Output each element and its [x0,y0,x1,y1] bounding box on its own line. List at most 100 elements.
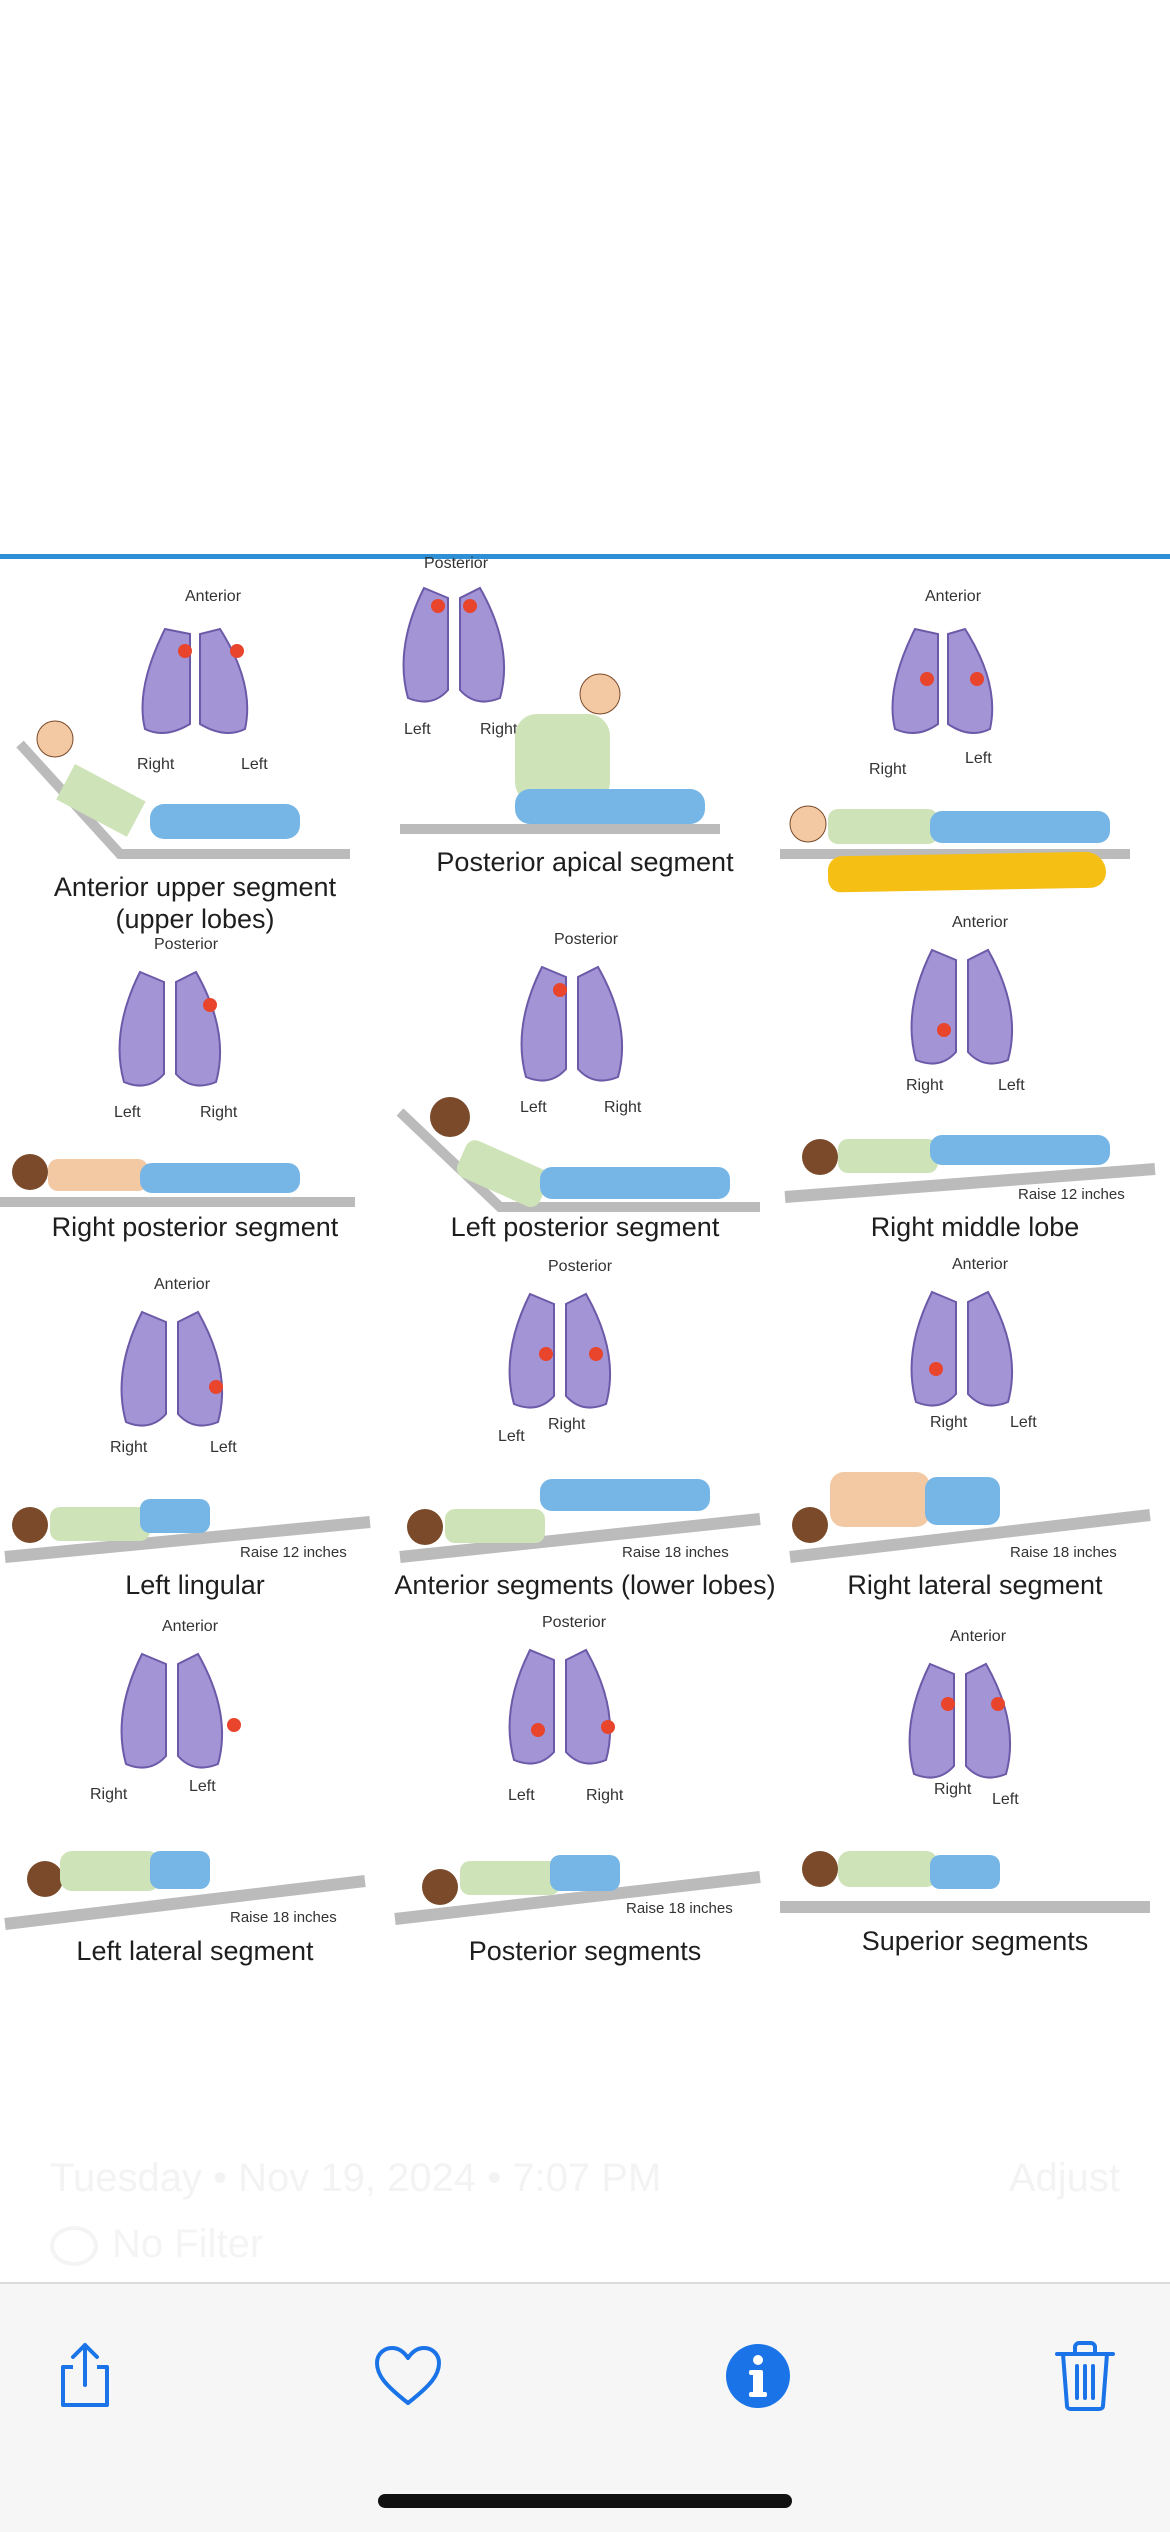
patient-figure [396,1097,760,1212]
svg-text:Raise 18 inches: Raise 18 inches [1010,1544,1117,1561]
lungs-diagram: Posterior Left Right [114,936,238,1121]
illustration: Posterior Left Right [0,936,355,1207]
bottom-toolbar [0,2282,1170,2532]
svg-text:Left: Left [241,756,268,773]
position-left-posterior: Posterior Left Right Left posterior segm… [390,927,780,1282]
svg-text:Left: Left [498,1428,525,1445]
photo-date: Tuesday • Nov 19, 2024 • 7:07 PM [50,2156,662,2200]
patient-figure [16,720,350,859]
photo-metadata-overlay: Tuesday • Nov 19, 2024 • 7:07 PM Adjust … [0,2140,1170,2280]
caption-text: Anterior segments (lower lobes) [394,1570,776,1600]
position-anterior-upper: Anterior Right Left Anterior upper segme… [0,579,390,934]
patient-figure: Raise 12 inches [4,1499,371,1563]
patient-figure: Raise 18 inches [4,1851,366,1930]
photo-top-border [0,554,1170,559]
lungs-diagram: Anterior Right Left [910,1256,1037,1431]
svg-text:Right: Right [869,761,907,778]
svg-text:Anterior: Anterior [925,588,982,605]
filter-icon [50,2226,98,2267]
caption-text: Anterior upper segment (upper lobes) [53,872,337,934]
lungs-diagram: Anterior Right Left [869,588,994,778]
caption-text: Left posterior segment [450,1212,720,1242]
svg-text:Right: Right [604,1099,642,1116]
illustration: Anterior Right Left Raise 12 inches [4,1276,371,1563]
lungs-diagram: Posterior Left Right [402,555,518,738]
yellow-highlight-scribble [827,851,1107,893]
svg-text:Raise 18 inches: Raise 18 inches [626,1900,733,1917]
svg-text:Right: Right [586,1787,624,1804]
info-icon [726,2344,790,2408]
caption-text: Right lateral segment [847,1570,1103,1600]
delete-button[interactable] [1035,2326,1135,2426]
photo-viewer[interactable]: Anterior Right Left Anterior upper segme… [0,554,1170,1984]
info-button[interactable] [708,2326,808,2426]
caption-text: Superior segments [861,1926,1089,1956]
position-third: Anterior Right Left [780,579,1170,934]
trash-icon [1055,2341,1115,2411]
svg-text:Right: Right [906,1077,944,1094]
svg-text:Raise 18 inches: Raise 18 inches [622,1544,729,1561]
illustration: Anterior Right Left Raise 12 inches [784,914,1156,1203]
lungs-diagram: Posterior Right Left [498,1258,613,1445]
illustration: Anterior Right Left [780,1628,1150,1913]
svg-text:Posterior: Posterior [548,1258,613,1275]
position-posterior-segments: Posterior Left Right Raise 18 inches Pos… [390,1609,780,1966]
svg-text:Left: Left [508,1787,535,1804]
svg-text:Anterior: Anterior [154,1276,211,1293]
illustration: Posterior Left Right [396,931,760,1212]
illustration: Anterior Right Left Raise 18 inches [4,1618,366,1930]
svg-text:Raise 12 inches: Raise 12 inches [240,1544,347,1561]
svg-text:Anterior: Anterior [185,588,242,605]
adjust-button[interactable]: Adjust [1008,2156,1120,2200]
position-left-lateral: Anterior Right Left Raise 18 inches Left… [0,1618,390,1974]
svg-text:Posterior: Posterior [424,555,489,572]
illustration: Posterior Right Left Raise 18 inches [399,1258,761,1563]
svg-text:Left: Left [998,1077,1025,1094]
favorite-button[interactable] [358,2326,458,2426]
svg-text:Right: Right [200,1104,238,1121]
svg-text:Posterior: Posterior [154,936,219,953]
svg-text:Posterior: Posterior [542,1614,607,1631]
patient-figure [780,805,1130,859]
illustration: Posterior Left Right Raise 18 inches [394,1614,761,1925]
position-right-middle-lobe: Anterior Right Left Raise 12 inches Righ… [780,907,1170,1262]
svg-text:Left: Left [404,721,431,738]
svg-text:Anterior: Anterior [162,1618,219,1635]
caption-text: Posterior segments [468,1936,702,1966]
filter-status: No Filter [50,2222,263,2267]
position-left-lingular: Anterior Right Left Raise 12 inches Left… [0,1267,390,1622]
svg-text:Posterior: Posterior [554,931,619,948]
svg-text:Right: Right [480,721,518,738]
share-icon [61,2343,109,2407]
illustration: Anterior Right Left [780,588,1130,859]
patient-figure: Raise 18 inches [399,1479,761,1563]
lungs-diagram: Anterior Right Left [137,588,268,773]
position-superior-segments: Anterior Right Left Superior segments [780,1628,1170,1984]
patient-figure: Raise 12 inches [784,1135,1156,1203]
svg-text:Anterior: Anterior [952,914,1009,931]
share-button[interactable] [35,2326,135,2426]
lungs-diagram: Anterior Right Left [908,1628,1019,1808]
caption-text: Left lateral segment [76,1936,314,1966]
lungs-diagram: Anterior Right Left [110,1276,237,1456]
illustration: Anterior Right Left Raise 18 inches [789,1256,1151,1563]
patient-figure: Raise 18 inches [789,1472,1151,1563]
svg-text:Right: Right [110,1439,148,1456]
svg-text:Left: Left [1010,1414,1037,1431]
lungs-diagram: Anterior Right Left [906,914,1025,1094]
lungs-diagram: Posterior Left Right [508,1614,624,1804]
caption-text: Right middle lobe [870,1212,1080,1242]
svg-text:Right: Right [930,1414,968,1431]
patient-figure [780,1851,1150,1913]
svg-text:Right: Right [90,1786,128,1803]
svg-text:Anterior: Anterior [950,1628,1007,1645]
caption-text: Posterior apical segment [436,847,734,877]
svg-text:Raise 18 inches: Raise 18 inches [230,1909,337,1926]
illustration: Posterior Left Right [400,555,720,834]
svg-text:Right: Right [137,756,175,773]
svg-text:Left: Left [189,1778,216,1795]
filter-label: No Filter [112,2222,264,2266]
position-posterior-apical: Posterior Left Right Posterior apical se… [390,554,780,909]
svg-text:Left: Left [520,1099,547,1116]
home-indicator[interactable] [378,2494,792,2508]
